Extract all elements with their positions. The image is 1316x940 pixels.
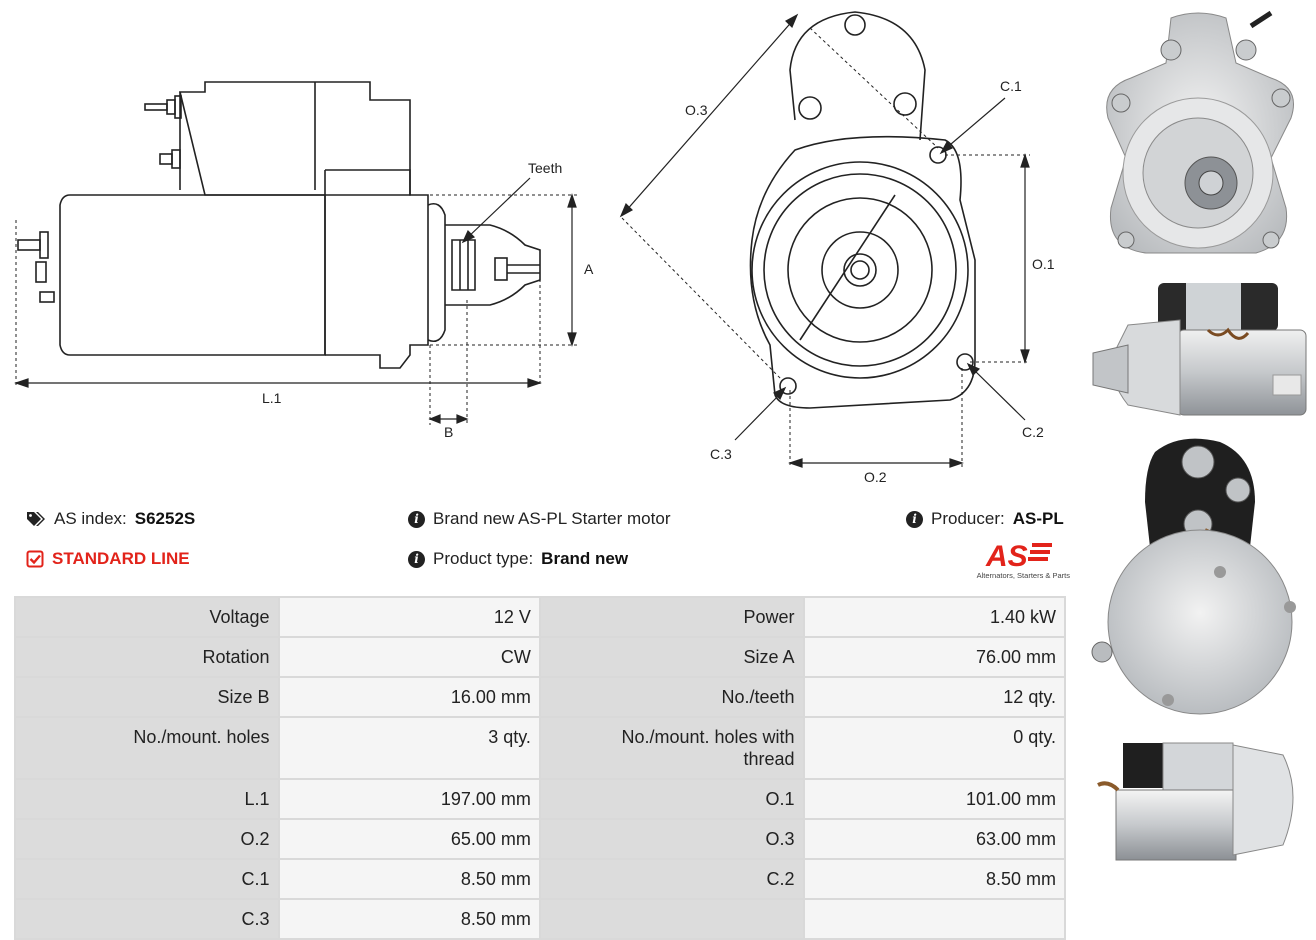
description-text: Brand new AS-PL Starter motor xyxy=(433,509,671,528)
svg-text:AS: AS xyxy=(985,540,1028,570)
spec-label: C.3 xyxy=(16,900,278,938)
front-view-drawing: O.3 C.1 O.1 C.2 C.3 O.2 xyxy=(619,11,1055,485)
label-teeth: Teeth xyxy=(528,160,562,176)
label-o3: O.3 xyxy=(685,102,708,118)
line-row: STANDARD LINE xyxy=(26,549,190,569)
info-circle-icon: i xyxy=(906,510,923,528)
spec-value: 63.00 mm xyxy=(804,820,1064,858)
spec-value: 0 qty. xyxy=(804,718,1064,778)
spec-value: 12 V xyxy=(279,598,539,636)
spec-value: CW xyxy=(279,638,539,676)
spec-label: No./mount. holes with thread xyxy=(540,718,803,778)
producer-label: Producer: xyxy=(931,509,1005,528)
label-c3: C.3 xyxy=(710,446,732,462)
info-circle-icon: i xyxy=(408,550,425,568)
product-type-row: i Product type: Brand new xyxy=(408,549,628,569)
spec-value: 3 qty. xyxy=(279,718,539,778)
logo-tagline: Alternators, Starters & Parts xyxy=(976,571,1070,580)
spec-value: 101.00 mm xyxy=(804,780,1064,818)
spec-label: Size A xyxy=(540,638,803,676)
spec-label: Rotation xyxy=(16,638,278,676)
label-c2: C.2 xyxy=(1022,424,1044,440)
side-view-drawing: Teeth A B L.1 xyxy=(14,81,594,440)
spec-value: 76.00 mm xyxy=(804,638,1064,676)
spec-label: O.1 xyxy=(540,780,803,818)
spec-label: C.2 xyxy=(540,860,803,898)
photo-front-flange[interactable] xyxy=(1086,8,1311,270)
as-pl-logo: AS Alternators, Starters & Parts xyxy=(966,538,1070,582)
spec-value: 65.00 mm xyxy=(279,820,539,858)
spec-label: O.2 xyxy=(16,820,278,858)
spec-label: Power xyxy=(540,598,803,636)
standard-line-label: STANDARD LINE xyxy=(52,549,190,568)
photo-side-view[interactable] xyxy=(1088,275,1310,425)
spec-value xyxy=(804,900,1064,938)
label-o1: O.1 xyxy=(1032,256,1055,272)
spec-value: 8.50 mm xyxy=(279,860,539,898)
spec-label: L.1 xyxy=(16,780,278,818)
as-logo-mark: AS xyxy=(985,540,1052,570)
spec-label: Voltage xyxy=(16,598,278,636)
producer-row: i Producer: AS-PL xyxy=(906,509,1064,529)
spec-label: No./teeth xyxy=(540,678,803,716)
spec-value: 8.50 mm xyxy=(804,860,1064,898)
spec-label: O.3 xyxy=(540,820,803,858)
spec-value: 1.40 kW xyxy=(804,598,1064,636)
check-square-icon xyxy=(26,550,44,568)
tags-icon xyxy=(27,512,45,526)
info-circle-icon: i xyxy=(408,510,425,528)
product-type-label: Product type: xyxy=(433,549,534,568)
as-index-row: AS index: S6252S xyxy=(26,509,195,529)
label-l1: L.1 xyxy=(262,390,282,406)
photo-rear-view[interactable] xyxy=(1090,432,1312,722)
producer-value: AS-PL xyxy=(1012,509,1064,528)
spec-value: 12 qty. xyxy=(804,678,1064,716)
product-type-value: Brand new xyxy=(541,549,629,568)
label-b: B xyxy=(444,424,453,440)
label-a: A xyxy=(584,261,594,277)
as-index-value: S6252S xyxy=(134,509,196,528)
photo-side-view-2[interactable] xyxy=(1088,735,1310,865)
spec-label: C.1 xyxy=(16,860,278,898)
spec-value: 16.00 mm xyxy=(279,678,539,716)
spec-label: Size B xyxy=(16,678,278,716)
as-index-label: AS index: xyxy=(54,509,127,528)
label-c1: C.1 xyxy=(1000,78,1022,94)
spec-value: 197.00 mm xyxy=(279,780,539,818)
spec-value: 8.50 mm xyxy=(279,900,539,938)
spec-label: No./mount. holes xyxy=(16,718,278,778)
spec-label xyxy=(540,900,803,938)
label-o2: O.2 xyxy=(864,469,887,485)
description-row: i Brand new AS-PL Starter motor xyxy=(408,509,670,529)
